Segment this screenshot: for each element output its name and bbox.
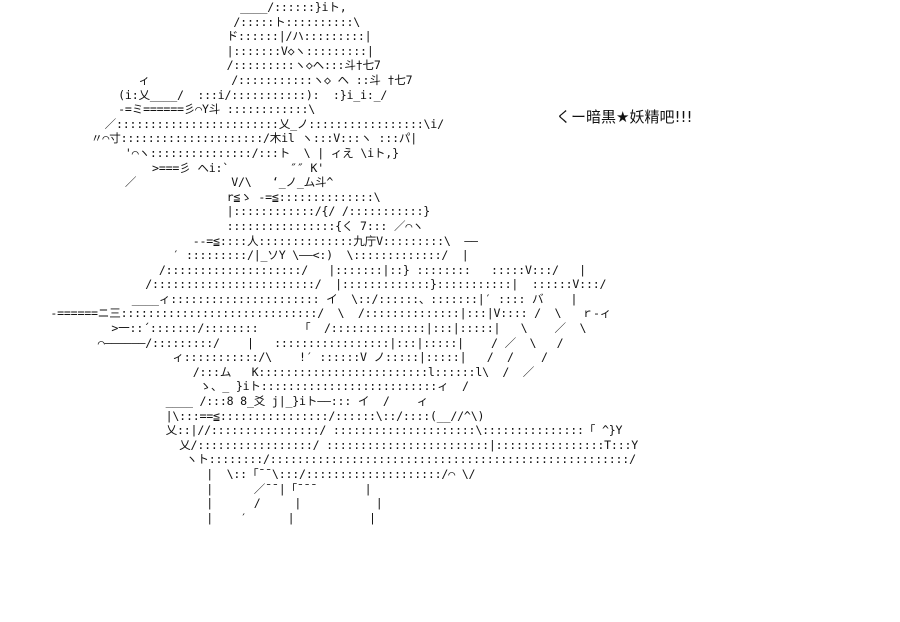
caption-text: くー暗黒★妖精吧!!! <box>556 108 693 126</box>
ascii-art-figure: ____/::::::}iト, /:::::ト::::::::::\ ド::::… <box>50 0 639 525</box>
